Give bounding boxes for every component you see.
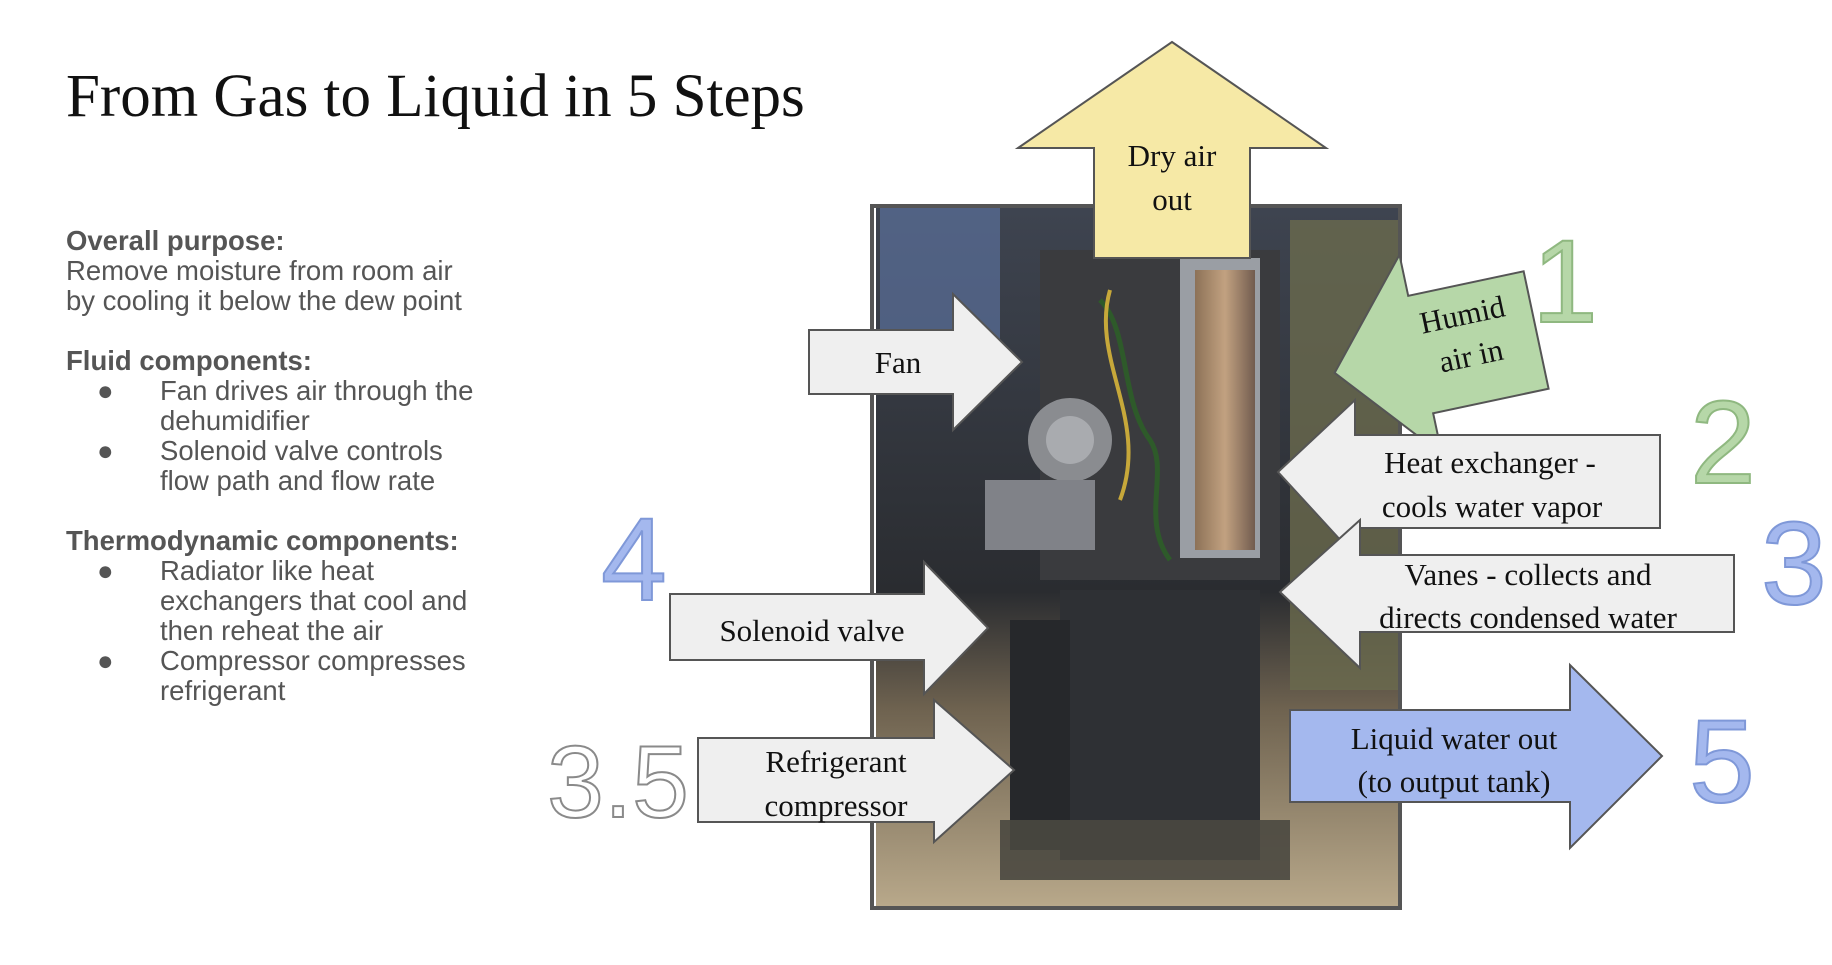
list-item-line: refrigerant: [160, 675, 286, 706]
step-number-3-5: 3.5: [547, 725, 689, 839]
fluid-components-heading: Fluid components:: [66, 345, 312, 376]
liquid-water-label-line2: (to output tank): [1358, 764, 1551, 799]
fan-arrow: Fan: [808, 291, 1024, 433]
bullet: ●: [97, 375, 114, 406]
fluid-components-list: ● Fan drives air through the dehumidifie…: [66, 376, 526, 496]
refrigerant-compressor-arrow: Refrigerant compressor: [697, 697, 1016, 845]
bullet: ●: [97, 645, 114, 676]
overall-purpose-line1: Remove moisture from room air: [66, 255, 453, 286]
fluid-components-section: Fluid components: ● Fan drives air throu…: [66, 346, 526, 496]
bullet: ●: [97, 555, 114, 586]
list-item-line: then reheat the air: [160, 615, 384, 646]
list-item: ● Compressor compresses refrigerant: [66, 646, 526, 706]
dry-air-out-arrow: Dry air out: [1014, 40, 1330, 259]
solenoid-valve-arrow: Solenoid valve: [669, 559, 990, 697]
step-number-1: 1: [1532, 216, 1598, 348]
page-title: From Gas to Liquid in 5 Steps: [66, 63, 805, 130]
fan-label: Fan: [875, 345, 922, 380]
bullet: ●: [97, 435, 114, 466]
dry-air-label-line1: Dry air: [1128, 138, 1217, 173]
step-number-2: 2: [1690, 377, 1756, 509]
list-item: ● Radiator like heat exchangers that coo…: [66, 556, 526, 646]
thermodynamic-components-section: Thermodynamic components: ● Radiator lik…: [66, 526, 526, 706]
list-item-line: Radiator like heat: [160, 555, 375, 586]
vanes-label-line2: directs condensed water: [1379, 600, 1677, 635]
list-item-line: Solenoid valve controls: [160, 435, 443, 466]
overall-purpose-line2: by cooling it below the dew point: [66, 285, 462, 316]
step-number-5: 5: [1689, 696, 1755, 828]
description-panel: Overall purpose: Remove moisture from ro…: [66, 226, 526, 706]
overall-purpose-section: Overall purpose: Remove moisture from ro…: [66, 226, 526, 316]
step-number-4: 4: [601, 494, 667, 626]
list-item-line: flow path and flow rate: [160, 465, 436, 496]
overall-purpose-heading: Overall purpose:: [66, 225, 285, 256]
thermodynamic-components-list: ● Radiator like heat exchangers that coo…: [66, 556, 526, 706]
list-item-line: Fan drives air through the: [160, 375, 474, 406]
compressor-label-line2: compressor: [765, 788, 909, 823]
list-item: ● Solenoid valve controls flow path and …: [66, 436, 526, 496]
list-item-line: dehumidifier: [160, 405, 310, 436]
vanes-label-line1: Vanes - collects and: [1404, 557, 1652, 592]
step-number-3: 3: [1761, 498, 1827, 630]
liquid-water-out-arrow: Liquid water out (to output tank): [1289, 662, 1664, 851]
dry-air-label-line2: out: [1152, 182, 1192, 217]
vanes-arrow: Vanes - collects and directs condensed w…: [1278, 517, 1735, 671]
humid-air-in-arrow: Humid air in: [1333, 251, 1550, 457]
heat-exchanger-label-line1: Heat exchanger -: [1384, 445, 1596, 480]
compressor-label-line1: Refrigerant: [765, 744, 907, 779]
list-item: ● Fan drives air through the dehumidifie…: [66, 376, 526, 436]
solenoid-label: Solenoid valve: [719, 613, 904, 648]
thermodynamic-components-heading: Thermodynamic components:: [66, 525, 459, 556]
list-item-line: Compressor compresses: [160, 645, 466, 676]
liquid-water-label-line1: Liquid water out: [1351, 721, 1558, 756]
heat-exchanger-arrow: Heat exchanger - cools water vapor: [1276, 397, 1661, 559]
list-item-line: exchangers that cool and: [160, 585, 468, 616]
heat-exchanger-label-line2: cools water vapor: [1382, 489, 1603, 524]
